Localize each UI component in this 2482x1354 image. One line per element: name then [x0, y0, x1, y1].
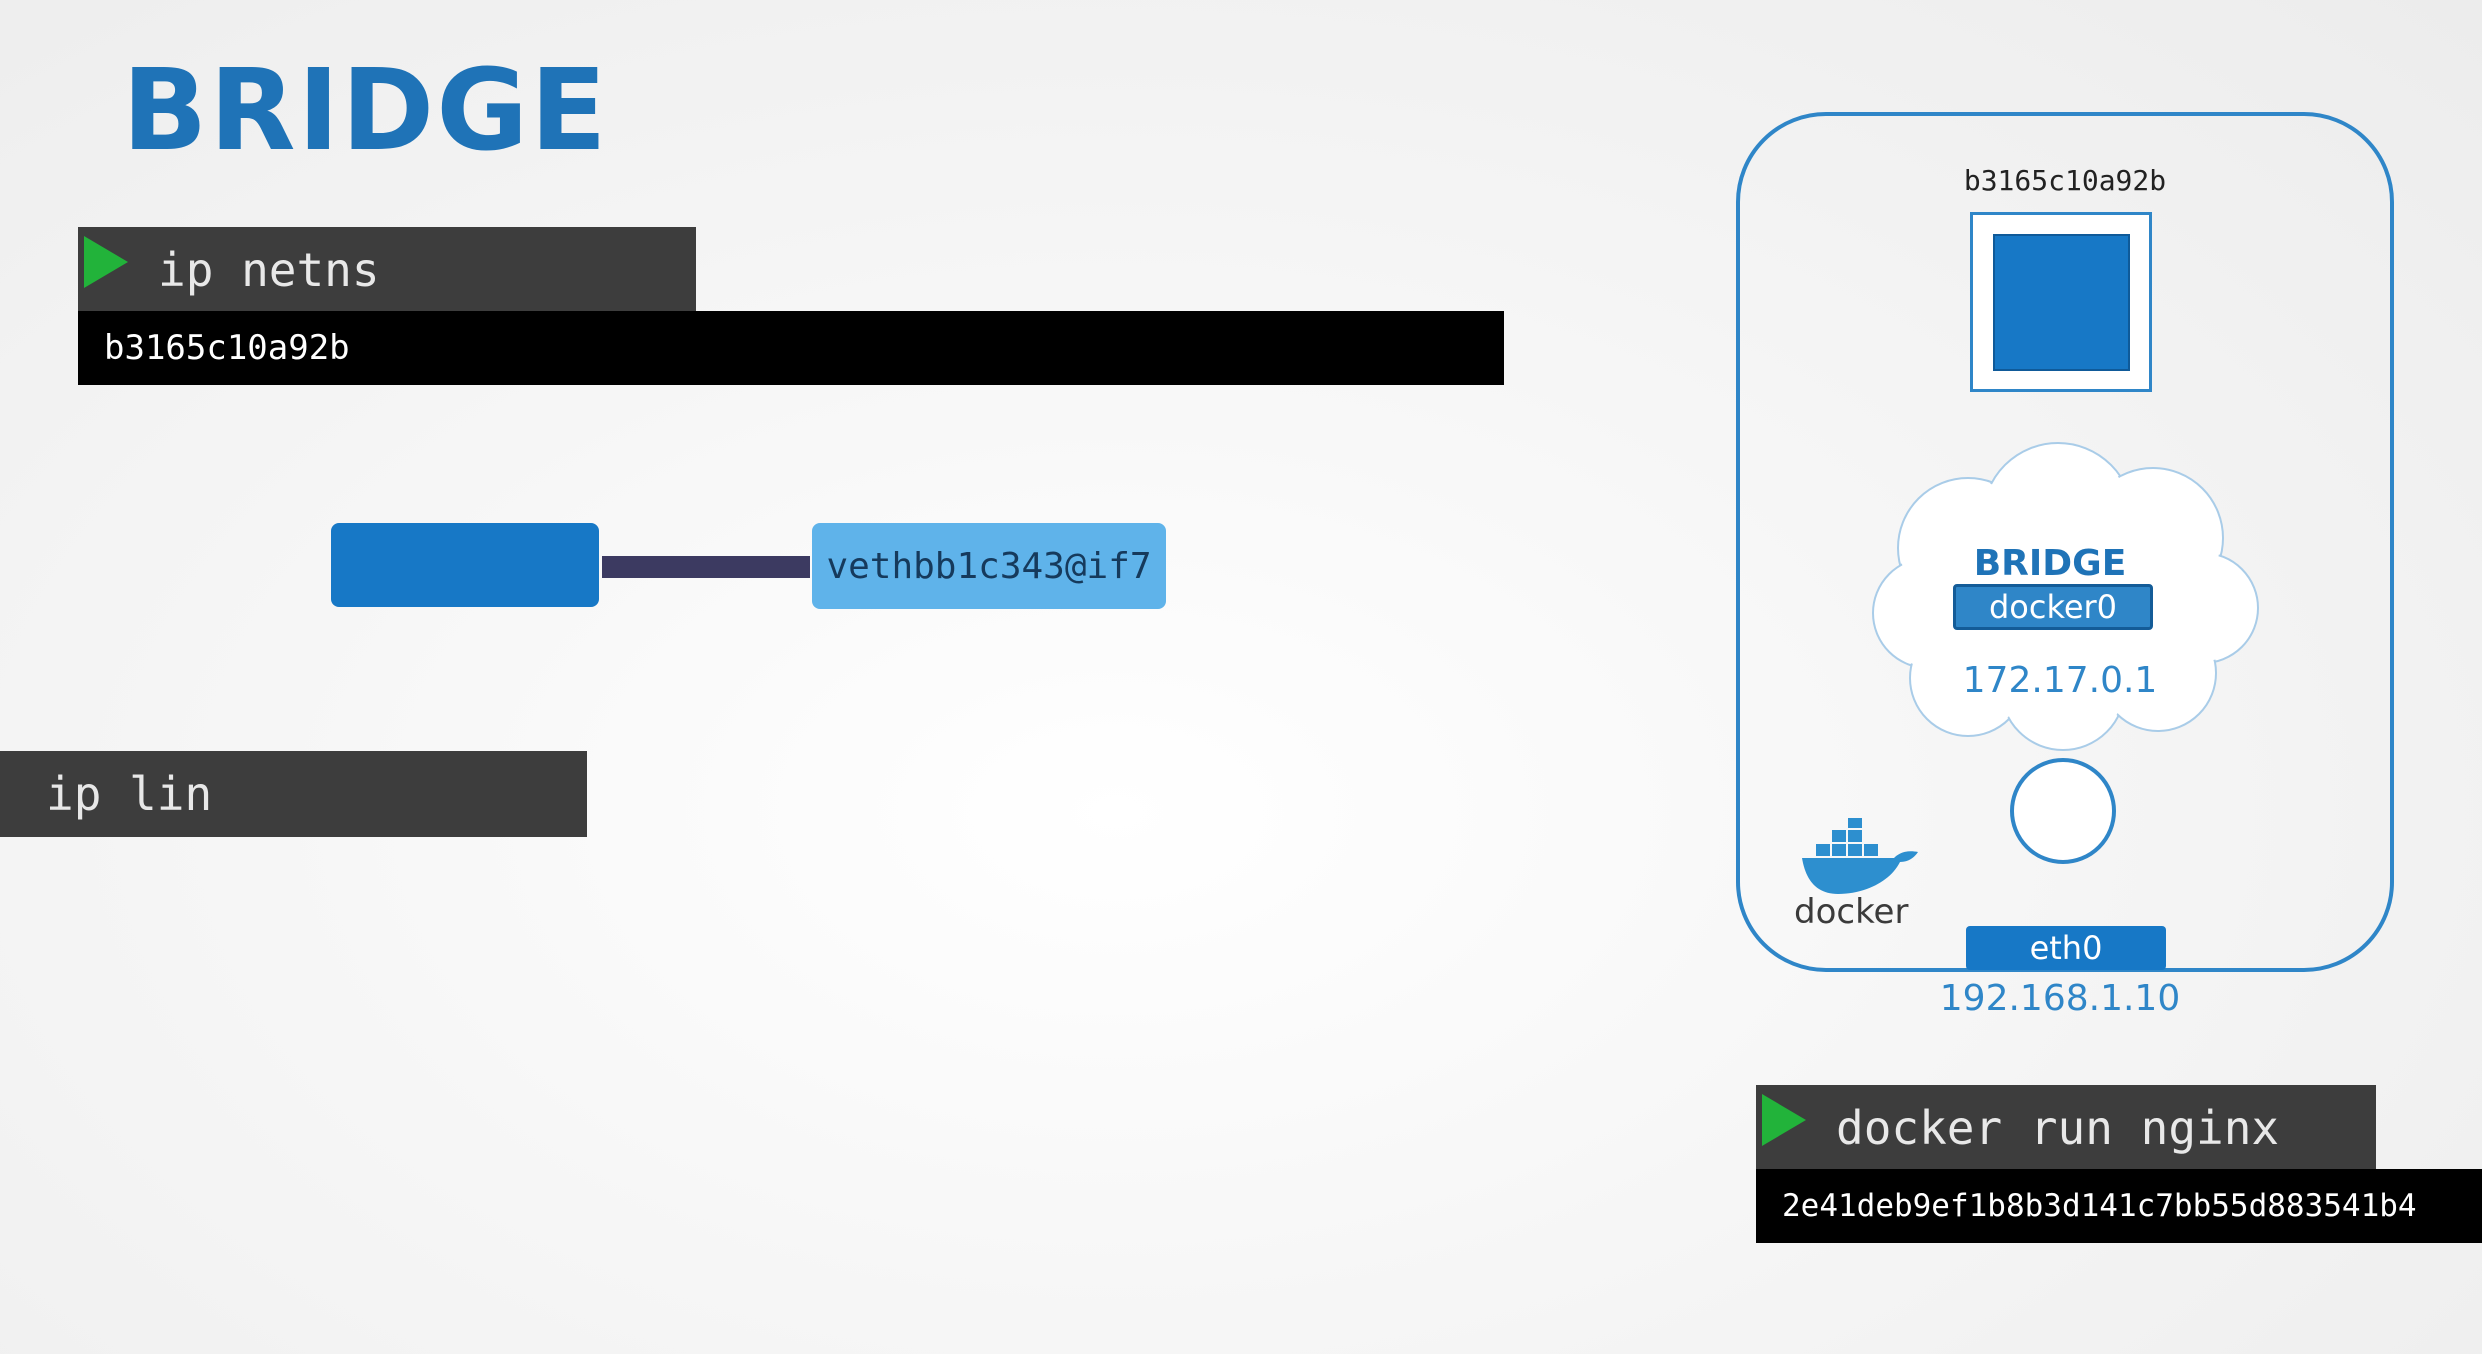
play-icon — [84, 236, 128, 288]
command-text: ip netns — [158, 243, 380, 297]
bridge-ip: 172.17.0.1 — [1962, 660, 2158, 701]
terminal-command-docker: docker run nginx — [1756, 1085, 2376, 1171]
command-text: docker run nginx — [1836, 1101, 2280, 1155]
bridge-title: BRIDGE — [1973, 543, 2127, 584]
output-text: b3165c10a92b — [104, 328, 350, 368]
terminal-output-docker: 2e41deb9ef1b8b3d141c7bb55d883541b4 — [1756, 1169, 2482, 1243]
docker-whale-icon — [1802, 818, 1918, 894]
namespace-label: b3165c10a92b — [1963, 164, 2167, 197]
docker-host-box — [1736, 112, 2394, 972]
command-text: ip lin — [46, 767, 213, 821]
eth0-interface: eth0 — [1966, 926, 2166, 970]
bridge-node-box — [331, 523, 599, 607]
slide-title: BRIDGE — [122, 46, 609, 176]
terminal-output-netns: b3165c10a92b — [78, 311, 1504, 385]
veth-link-line — [602, 556, 810, 578]
veth-interface-label: vethbb1c343@if7 — [812, 523, 1166, 609]
container-namespace-box — [1993, 234, 2130, 371]
play-icon — [1762, 1094, 1806, 1146]
terminal-command-link: ip lin — [0, 751, 587, 837]
bridge-cloud-icon — [1872, 442, 2259, 751]
terminal-command-netns: ip netns — [78, 227, 696, 313]
docker-logo-text: docker — [1794, 892, 1909, 932]
host-ip: 192.168.1.10 — [1939, 978, 2181, 1019]
output-text: 2e41deb9ef1b8b3d141c7bb55d883541b4 — [1782, 1188, 2417, 1224]
bridge-port-circle — [2010, 758, 2116, 864]
docker0-interface: docker0 — [1953, 584, 2153, 630]
